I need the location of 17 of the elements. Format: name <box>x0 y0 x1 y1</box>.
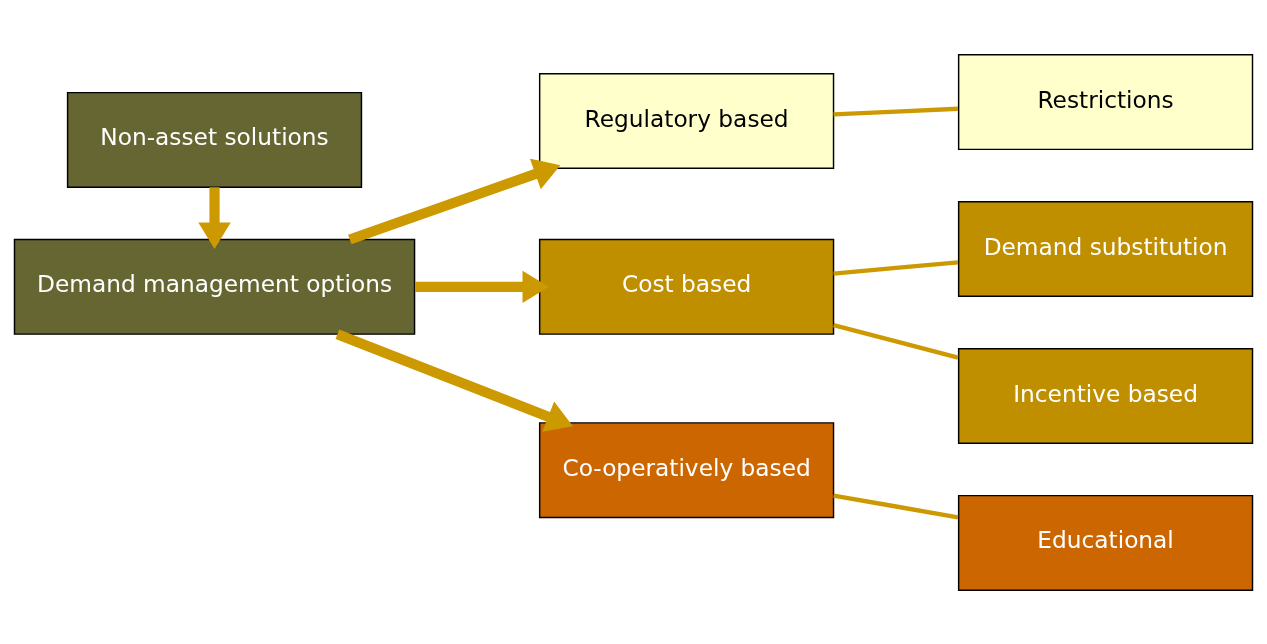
node-box: Regulatory based <box>538 72 835 169</box>
node-box: Co-operatively based <box>538 421 835 518</box>
node-box: Cost based <box>538 238 835 335</box>
connector <box>833 106 959 117</box>
node-box: Educational <box>957 494 1254 591</box>
node-box: Demand management options <box>13 238 416 335</box>
node-box: Restrictions <box>957 53 1254 150</box>
arrow <box>414 270 549 303</box>
connector <box>833 322 959 360</box>
connector <box>833 259 959 276</box>
node-box: Incentive based <box>957 347 1254 444</box>
arrow <box>348 158 561 244</box>
arrow <box>198 186 231 249</box>
node-box: Demand substitution <box>957 200 1254 297</box>
arrow <box>335 329 573 432</box>
connector <box>833 492 959 519</box>
node-box: Non-asset solutions <box>66 91 363 188</box>
